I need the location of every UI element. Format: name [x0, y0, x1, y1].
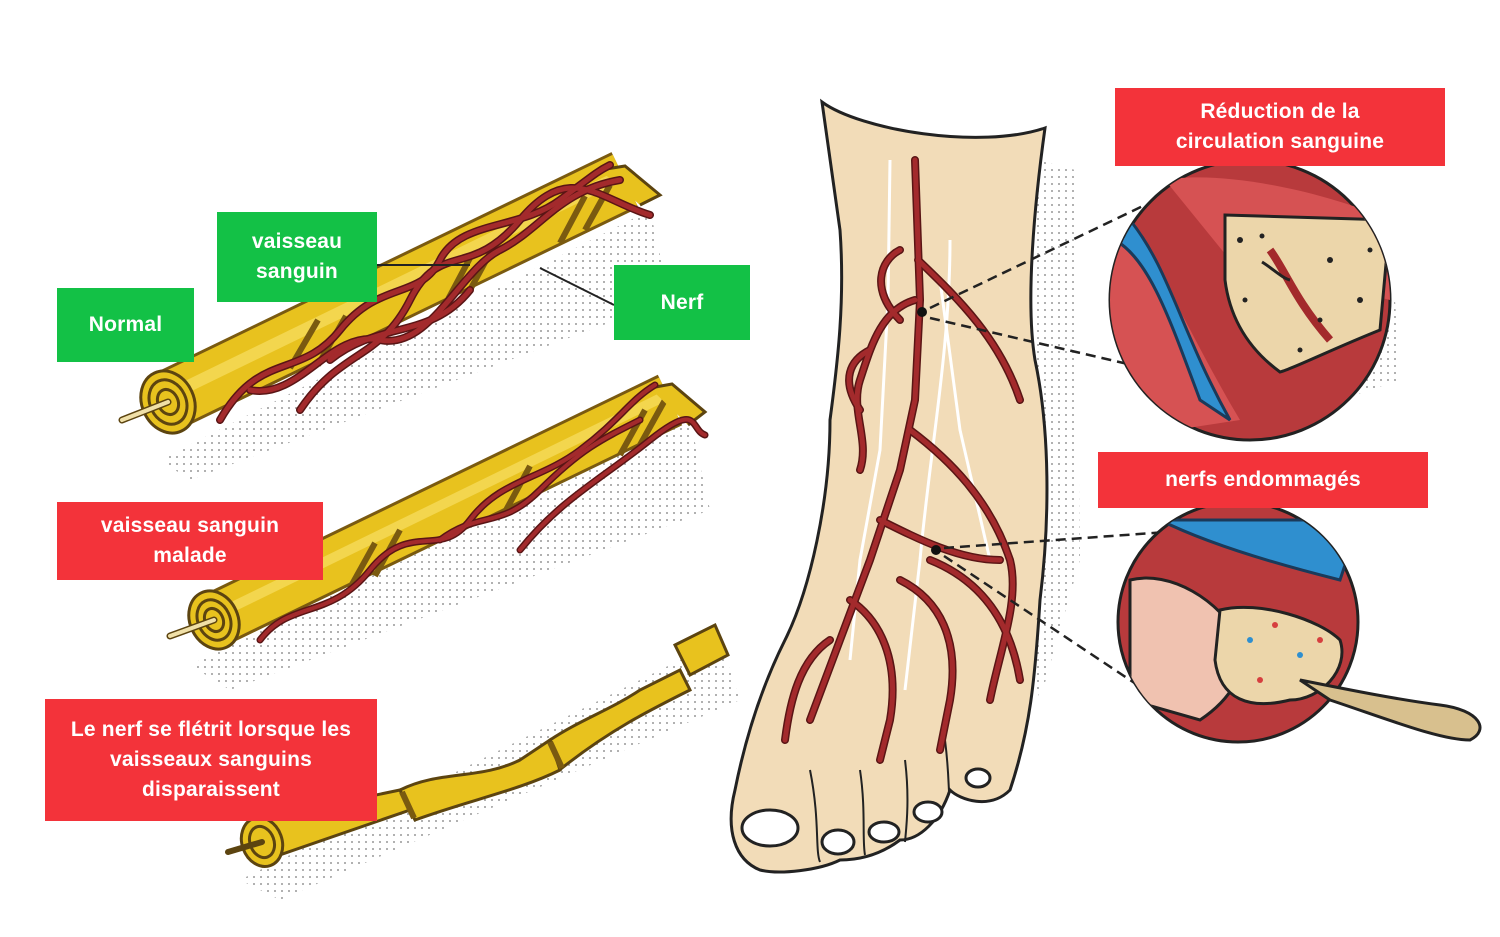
- foot: [729, 98, 1049, 874]
- marker-dot-nerves: [931, 545, 941, 555]
- label-blood-vessel: vaisseau sanguin: [217, 212, 377, 302]
- label-nerve: Nerf: [614, 265, 750, 340]
- label-normal: Normal: [57, 288, 194, 362]
- label-diseased-vessel: vaisseau sanguin malade: [57, 502, 323, 580]
- nerve-normal: [118, 152, 663, 435]
- label-withered-nerve: Le nerf se flétrit lorsque les vaisseaux…: [45, 699, 377, 821]
- label-reduced-circulation: Réduction de la circulation sanguine: [1115, 88, 1445, 166]
- nerve-diseased-vessel: [166, 374, 709, 651]
- leader-lines: [376, 264, 615, 306]
- marker-dot-circulation: [917, 307, 927, 317]
- magnified-nerve-circle: [1116, 500, 1482, 744]
- magnified-vessel-circle: [1108, 158, 1392, 442]
- label-damaged-nerves: nerfs endommagés: [1098, 452, 1428, 508]
